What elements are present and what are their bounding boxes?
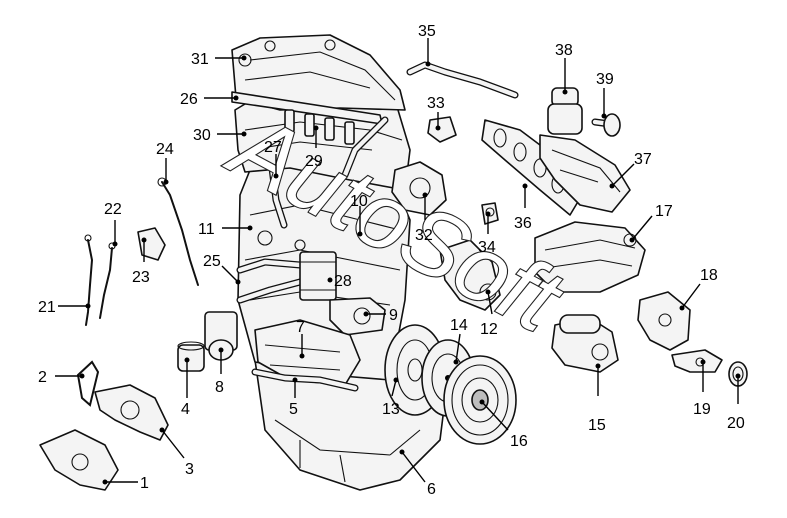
oil-filter <box>177 341 205 372</box>
intake-manifold <box>534 221 646 293</box>
callout-22: 22 <box>104 201 122 218</box>
egr-valve <box>547 87 621 137</box>
callout-13: 13 <box>382 401 400 418</box>
callout-29: 29 <box>305 153 323 170</box>
callout-7: 7 <box>296 319 305 336</box>
callout-34: 34 <box>478 239 496 256</box>
callout-27: 27 <box>264 139 282 156</box>
callout-3: 3 <box>185 461 194 478</box>
sensor-23 <box>137 227 166 261</box>
coolant-pipe <box>406 61 519 99</box>
dipstick <box>157 177 199 286</box>
callout-33: 33 <box>427 95 445 112</box>
wire-harness-21 <box>84 234 94 326</box>
callout-16: 16 <box>510 433 528 450</box>
injectors <box>284 109 355 145</box>
callout-18: 18 <box>700 267 718 284</box>
engine-assembly <box>231 34 447 491</box>
callout-11: 11 <box>198 221 215 238</box>
sensor-33 <box>427 116 457 143</box>
callout-30: 30 <box>193 127 211 144</box>
callout-14: 14 <box>450 317 468 334</box>
callout-20: 20 <box>727 415 745 432</box>
callout-1: 1 <box>140 475 149 492</box>
callout-38: 38 <box>555 42 573 59</box>
pressure-plate <box>443 355 517 445</box>
callout-35: 35 <box>418 23 436 40</box>
callout-21: 21 <box>38 299 56 316</box>
drive-belt <box>76 360 100 407</box>
callout-4: 4 <box>181 401 190 418</box>
callout-15: 15 <box>588 417 606 434</box>
callout-32: 32 <box>415 227 433 244</box>
mounting-bracket <box>637 291 691 351</box>
thermostat-housing <box>439 239 501 311</box>
oil-filter-housing <box>204 311 238 361</box>
callout-8: 8 <box>215 379 224 396</box>
wire-harness-22 <box>99 242 116 319</box>
callout-17: 17 <box>655 203 673 220</box>
support-bracket <box>671 349 723 373</box>
callout-10: 10 <box>350 193 368 210</box>
intake-manifold-lower <box>254 319 361 386</box>
callout-24: 24 <box>156 141 174 158</box>
starter-motor <box>551 314 619 373</box>
water-pump <box>391 161 447 216</box>
oil-pump-cover <box>39 429 119 491</box>
callout-9: 9 <box>389 307 398 324</box>
callout-19: 19 <box>693 401 711 418</box>
callout-39: 39 <box>596 71 614 88</box>
callout-28: 28 <box>334 273 352 290</box>
callout-31: 31 <box>191 51 209 68</box>
callout-12: 12 <box>480 321 498 338</box>
callout-5: 5 <box>289 401 298 418</box>
callout-25: 25 <box>203 253 221 270</box>
callout-36: 36 <box>514 215 532 232</box>
oil-pump-assembly <box>94 384 169 441</box>
callout-23: 23 <box>132 269 150 286</box>
callout-6: 6 <box>427 481 436 498</box>
air-flow-box <box>299 251 337 301</box>
callout-2: 2 <box>38 369 47 386</box>
callout-37: 37 <box>634 151 652 168</box>
callout-26: 26 <box>180 91 198 108</box>
callout-labels: 1 2 3 4 5 6 7 8 9 10 11 12 13 <box>38 23 745 498</box>
